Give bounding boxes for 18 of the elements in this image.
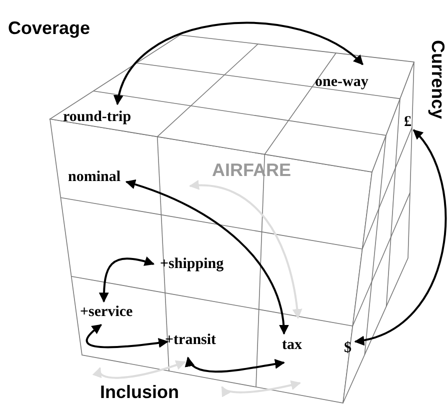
cell-label: one-way [315, 74, 368, 90]
cell-label: £ [404, 114, 412, 130]
cell-label: +transit [165, 332, 216, 348]
cell-label: $ [344, 340, 352, 356]
cell-label: nominal [68, 169, 121, 185]
arrow [186, 356, 285, 373]
axis-label: Currency [428, 40, 448, 120]
cell-label: round-trip [63, 109, 132, 125]
arrow [125, 180, 288, 335]
arrow [86, 324, 169, 348]
axis-label: Coverage [8, 18, 90, 38]
arrow [354, 129, 446, 344]
cell-label: +shipping [160, 256, 224, 272]
arrow [98, 256, 155, 303]
cell-label: tax [282, 337, 302, 353]
axis-label: Inclusion [100, 382, 180, 402]
arrow [114, 22, 364, 106]
cell-label: +service [80, 304, 133, 320]
